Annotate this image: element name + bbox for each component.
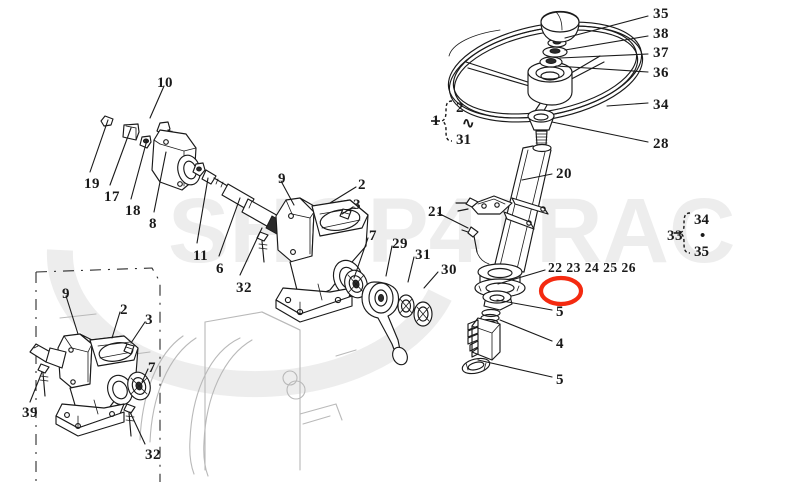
leader-3 [130, 321, 146, 344]
leader-8 [153, 151, 167, 213]
main-gear-box [256, 197, 433, 366]
callout-label-c34: 34 [653, 97, 669, 113]
leader-4 [499, 319, 553, 342]
callout-label-c36: 36 [653, 65, 669, 81]
leader-2 [329, 186, 357, 204]
leader-35 [564, 15, 649, 39]
leader-9 [65, 295, 79, 335]
steering-wheel-assembly [447, 11, 644, 146]
leader-36 [555, 65, 649, 73]
leader-17 [109, 127, 132, 186]
callout-label-c4: 4 [556, 336, 564, 352]
leader-11 [196, 177, 209, 244]
callout-label-c9b: 9 [62, 286, 70, 302]
group-item: 34 [694, 212, 709, 228]
callout-label-c8: 8 [149, 216, 157, 232]
highlight-ring [538, 275, 584, 307]
leader-32 [129, 411, 146, 445]
leader-18 [130, 139, 148, 200]
callout-leader-lines [29, 15, 649, 445]
group-item: 2 [456, 100, 464, 116]
callout-label-c17: 17 [104, 189, 120, 205]
leader-38 [564, 35, 649, 51]
leader-6 [218, 197, 241, 257]
background-tractor-ghost [59, 311, 357, 477]
callout-label-c35: 35 [653, 6, 669, 22]
leader-7 [353, 237, 369, 279]
leader-31 [407, 256, 415, 283]
leader-37 [559, 53, 649, 59]
callout-label-c6: 6 [216, 261, 224, 277]
leader-3 [341, 206, 354, 215]
leader-5 [477, 359, 553, 378]
callout-label-c18: 18 [125, 203, 141, 219]
leader-32 [239, 227, 263, 276]
leader-28 [551, 121, 649, 143]
leader-c22-26 [497, 269, 546, 285]
callout-label-c11: 11 [193, 248, 209, 264]
group-item: • [700, 228, 706, 244]
callout-label-c5a: 5 [556, 304, 564, 320]
inset-dashed-boundary [35, 267, 161, 482]
callout-label-c9: 9 [278, 171, 286, 187]
callout-label-c31: 31 [415, 247, 431, 263]
leader-2 [111, 311, 121, 339]
leader-20 [521, 173, 553, 181]
leader-34 [606, 102, 649, 107]
callout-label-c3b: 3 [145, 312, 153, 328]
leader-21 [437, 212, 469, 229]
callout-label-c7: 7 [369, 228, 377, 244]
group-lead-group-33: 33 [667, 228, 683, 244]
steering-column-assembly [455, 143, 552, 375]
leader-30 [423, 271, 439, 289]
group-item: 31 [456, 132, 471, 148]
leader-5 [496, 299, 553, 311]
callout-label-c29: 29 [392, 236, 408, 252]
worm-gear-teeth [467, 319, 479, 358]
callout-label-c19: 19 [84, 176, 100, 192]
leader-9 [280, 180, 295, 206]
callout-label-c5b: 5 [556, 372, 564, 388]
leader-39 [29, 371, 43, 403]
callout-label-c38: 38 [653, 26, 669, 42]
group-items-group-33: 34•35 [694, 212, 709, 260]
group-items-group-1: 2∿31 [456, 100, 475, 148]
callout-label-c3: 3 [353, 197, 361, 213]
callout-label-c21: 21 [428, 204, 444, 220]
leader-29 [385, 245, 393, 277]
callout-label-c7b: 7 [148, 360, 156, 376]
callout-label-c39: 39 [22, 405, 38, 421]
leader-7 [141, 368, 149, 383]
group-item: ∿ [462, 116, 475, 132]
callout-label-c2: 2 [358, 177, 366, 193]
callout-label-c22-26: 22 23 24 25 26 [548, 260, 636, 275]
callout-label-c2b: 2 [120, 302, 128, 318]
callout-label-c37: 37 [653, 45, 669, 61]
callout-label-c30: 30 [441, 262, 457, 278]
callout-label-c32b: 32 [145, 447, 161, 463]
group-item: 35 [694, 244, 709, 260]
callout-label-c28: 28 [653, 136, 669, 152]
group-braces [431, 100, 691, 254]
group-lead-group-1: 1 [432, 113, 440, 129]
highlight-ellipse [538, 275, 584, 307]
callout-label-c32a: 32 [236, 280, 252, 296]
leader-19 [89, 119, 109, 173]
inset-gear-box [29, 333, 151, 437]
leader-10 [149, 85, 165, 119]
callout-label-c10: 10 [157, 75, 173, 91]
callout-label-c20: 20 [556, 166, 572, 182]
